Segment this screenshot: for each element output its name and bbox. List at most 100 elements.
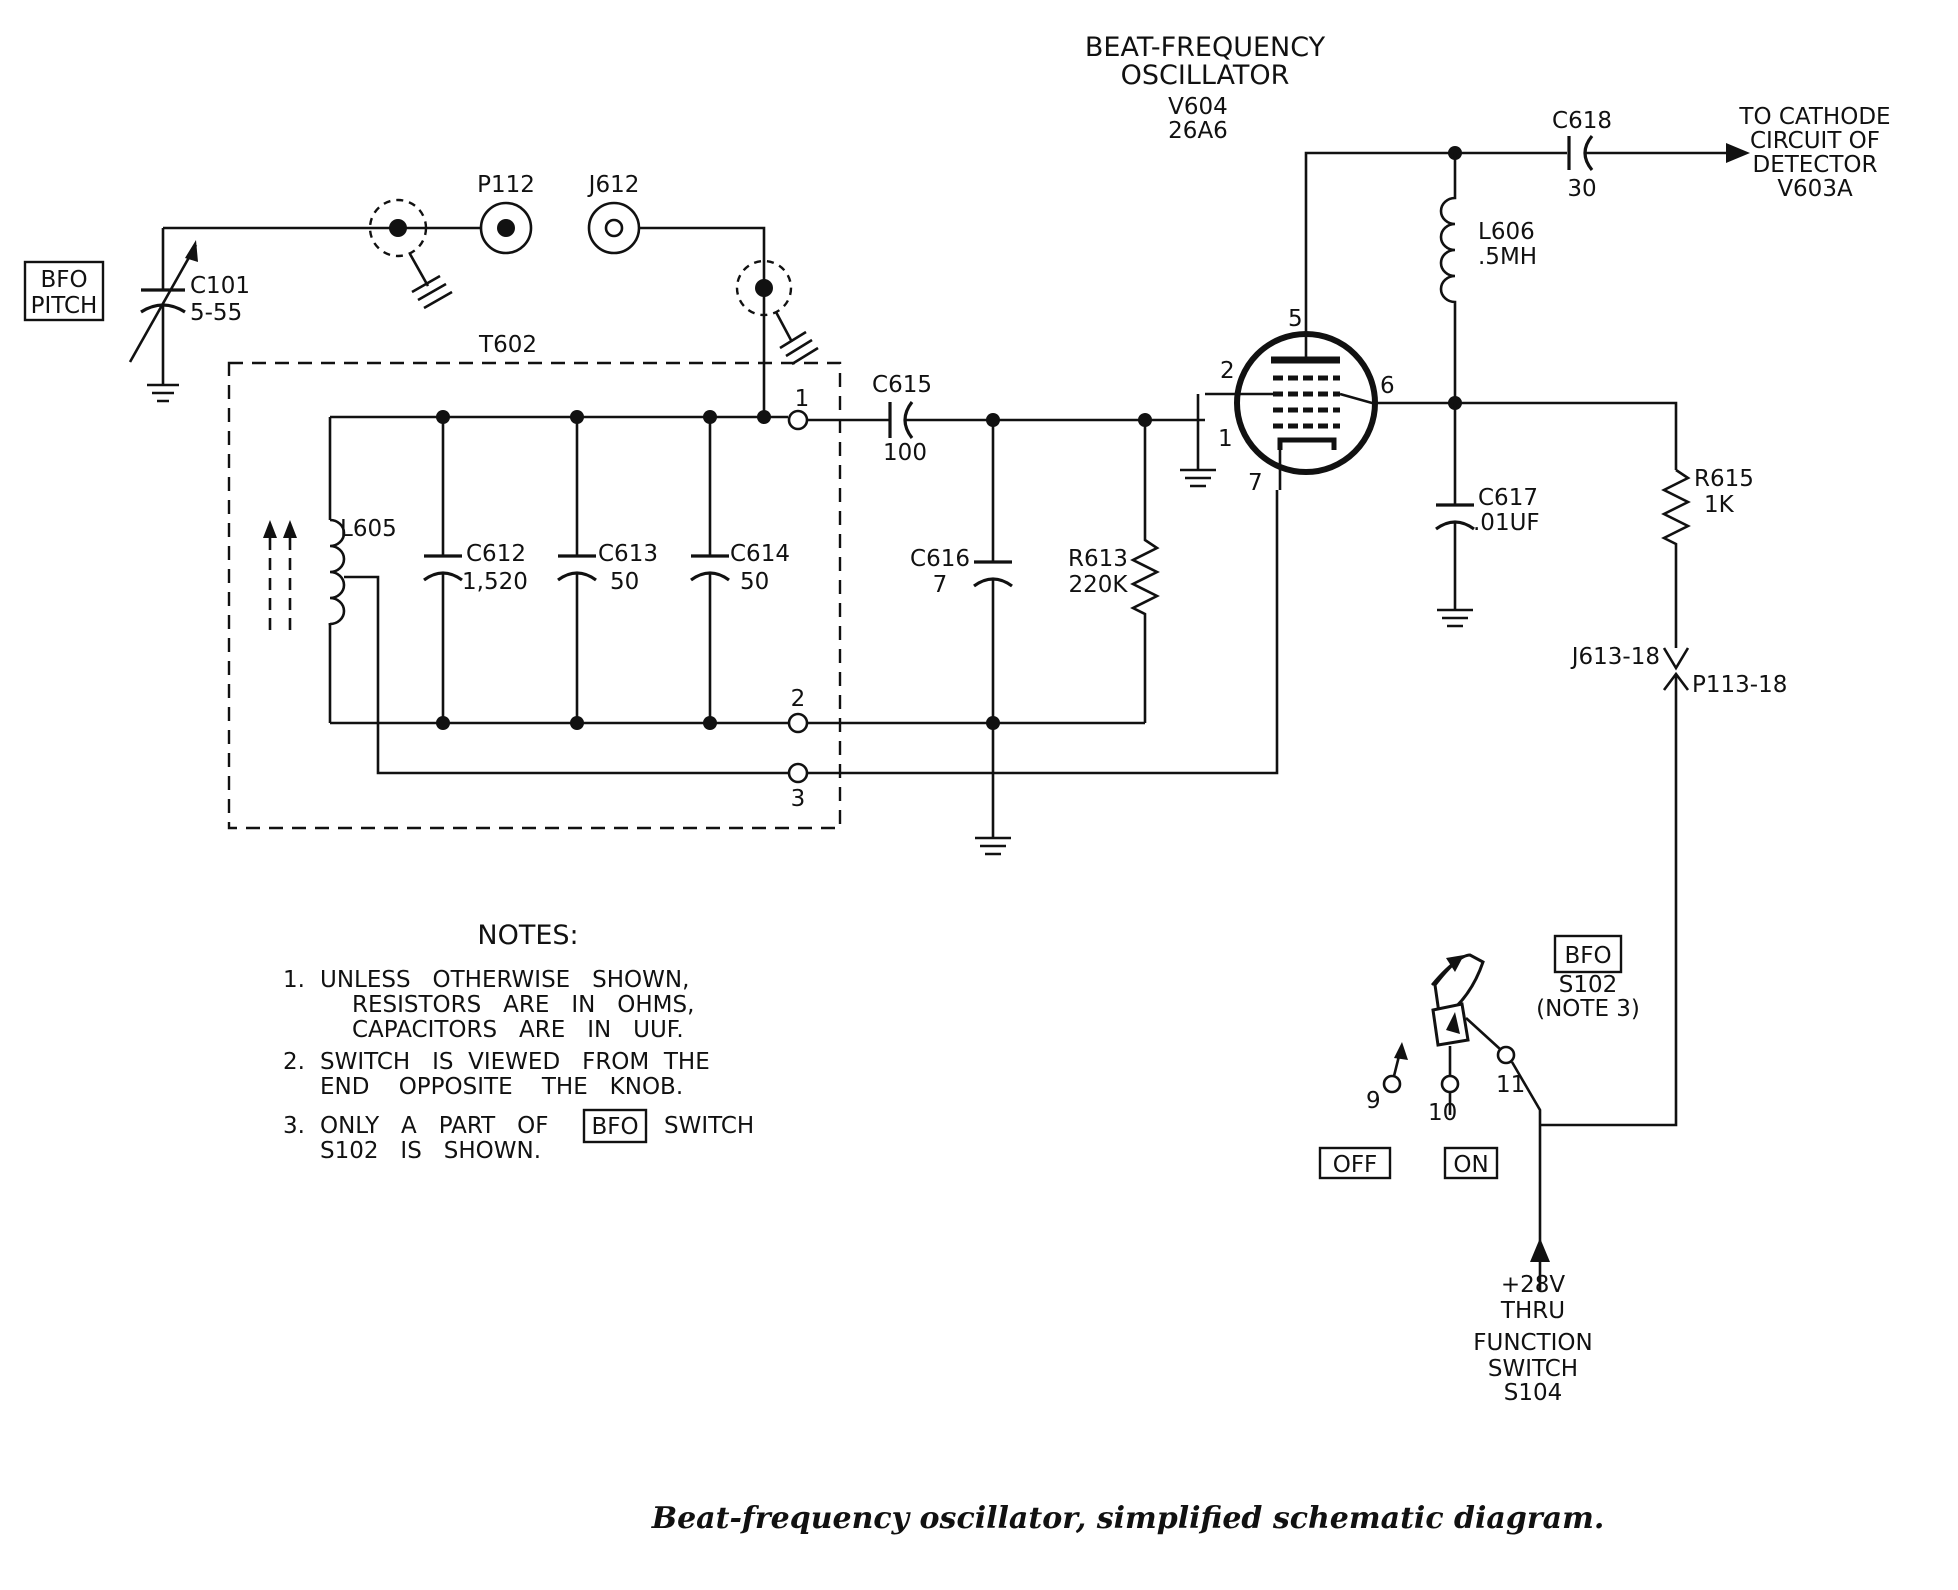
- note-2-line-2: END OPPOSITE THE KNOB.: [320, 1074, 683, 1100]
- output-arrow: [1726, 143, 1750, 163]
- l606-ref: L606: [1478, 219, 1535, 245]
- variable-capacitor-c101: [128, 228, 198, 403]
- r613-value: 220K: [1069, 572, 1129, 598]
- capacitor-c616: [973, 420, 1013, 856]
- supply-line-4: SWITCH: [1488, 1356, 1578, 1382]
- supply-line-5: S104: [1504, 1380, 1563, 1406]
- note-1-line-2: RESISTORS ARE IN OHMS,: [352, 992, 694, 1018]
- pin-7-label: 7: [1248, 470, 1263, 496]
- j613-label: J613-18: [1570, 644, 1660, 670]
- j612-label: J612: [587, 172, 640, 198]
- l606-value: .5MH: [1478, 244, 1537, 270]
- pin-1-label: 1: [1218, 426, 1233, 452]
- c614-ref: C614: [730, 541, 790, 567]
- l605-label: L605: [340, 516, 397, 542]
- t602-terminal-1: [787, 409, 809, 431]
- c612-value: 1,520: [462, 569, 528, 595]
- inductor-l606: [1439, 153, 1457, 403]
- pin-6-label: 6: [1380, 373, 1395, 399]
- shield-connector-right: [735, 259, 819, 366]
- capacitor-c618: [1567, 134, 1594, 172]
- to-cathode-line-2: CIRCUIT OF: [1750, 128, 1880, 154]
- r615-ref: R615: [1694, 466, 1754, 492]
- p113-label: P113-18: [1692, 672, 1787, 698]
- capacitor-c613: [557, 417, 597, 723]
- supply-line-2: THRU: [1500, 1298, 1565, 1324]
- switch-pos-11: 11: [1496, 1072, 1525, 1098]
- note-3-bfo-box: [582, 1108, 648, 1144]
- c612-ref: C612: [466, 541, 526, 567]
- note-2-number: 2.: [283, 1049, 305, 1075]
- bfo-pitch-box: [23, 260, 105, 322]
- c616-ref: C616: [910, 546, 970, 572]
- note-3-bfo: BFO: [591, 1114, 638, 1140]
- off-label: OFF: [1333, 1152, 1378, 1178]
- c617-value: .01UF: [1473, 510, 1540, 536]
- switch-pos-10: 10: [1428, 1100, 1457, 1126]
- t602-terminal-3: [787, 762, 809, 784]
- capacitor-c617: [1435, 403, 1475, 628]
- c613-ref: C613: [598, 541, 658, 567]
- bfo-switch-box: [1553, 934, 1623, 974]
- t602-enclosure: [227, 361, 842, 830]
- c617-ref: C617: [1478, 485, 1538, 511]
- off-box: [1318, 1146, 1392, 1180]
- on-label: ON: [1453, 1152, 1488, 1178]
- r615-value: 1K: [1704, 492, 1735, 518]
- to-cathode-line-1: TO CATHODE: [1738, 104, 1890, 130]
- supply-line-1: +28V: [1501, 1272, 1566, 1298]
- to-cathode-line-4: V603A: [1777, 176, 1853, 202]
- supply-line-3: FUNCTION: [1473, 1330, 1592, 1356]
- note-2-line-1: SWITCH IS VIEWED FROM THE: [320, 1049, 710, 1075]
- t602-terminal-2: [787, 712, 809, 734]
- title-line-2: OSCILLATOR: [1121, 60, 1290, 91]
- pin-5-label: 5: [1288, 306, 1303, 332]
- bfo-switch-label: BFO: [1564, 943, 1611, 969]
- c101-value: 5-55: [190, 300, 242, 326]
- c613-value: 50: [610, 569, 639, 595]
- c616-value: 7: [933, 572, 948, 598]
- pin-2-label: 2: [1220, 358, 1235, 384]
- r613-ref: R613: [1068, 546, 1128, 572]
- resistor-r615: [1661, 468, 1691, 648]
- capacitor-c614: [690, 417, 730, 723]
- terminal-1-label: 1: [795, 386, 810, 412]
- c101-ref: C101: [190, 273, 250, 299]
- c615-value: 100: [883, 440, 927, 466]
- note-3-line-1b: SWITCH: [664, 1113, 754, 1139]
- c618-value: 30: [1567, 176, 1596, 202]
- shield-connector-left: [368, 198, 453, 310]
- note-3-number: 3.: [283, 1113, 305, 1139]
- note3-label: (NOTE 3): [1536, 996, 1640, 1022]
- t602-label: T602: [478, 332, 537, 358]
- c618-ref: C618: [1552, 108, 1612, 134]
- note-1-line-3: CAPACITORS ARE IN UUF.: [352, 1017, 684, 1043]
- p112-label: P112: [477, 172, 535, 198]
- on-box: [1443, 1146, 1499, 1180]
- figure-caption: Beat-frequency oscillator, simplified sc…: [651, 1501, 1605, 1536]
- switch-pos-9: 9: [1366, 1088, 1381, 1114]
- tube-type: 26A6: [1168, 118, 1228, 144]
- notes-heading: NOTES:: [477, 920, 578, 951]
- terminal-3-label: 3: [791, 786, 806, 812]
- capacitor-c615: [888, 401, 914, 439]
- c614-value: 50: [740, 569, 769, 595]
- inductor-l605: [263, 518, 788, 775]
- tube-ref: V604: [1168, 94, 1228, 120]
- terminal-2-label: 2: [791, 686, 806, 712]
- note-3-line-1a: ONLY A PART OF: [320, 1113, 548, 1139]
- bfo-pitch-label-2: PITCH: [31, 293, 98, 319]
- note-1-line-1: UNLESS OTHERWISE SHOWN,: [320, 967, 689, 993]
- bfo-pitch-label-1: BFO: [40, 267, 87, 293]
- note-1-number: 1.: [283, 967, 305, 993]
- resistor-r613: [1130, 420, 1160, 723]
- note-3-line-2: S102 IS SHOWN.: [320, 1138, 541, 1164]
- connector-p112: [479, 201, 533, 255]
- c615-ref: C615: [872, 372, 932, 398]
- capacitor-c612: [423, 417, 463, 723]
- title-line-1: BEAT-FREQUENCY: [1085, 32, 1326, 63]
- s102-label: S102: [1559, 972, 1618, 998]
- to-cathode-line-3: DETECTOR: [1752, 152, 1877, 178]
- rotary-switch-s102: [1382, 953, 1542, 1290]
